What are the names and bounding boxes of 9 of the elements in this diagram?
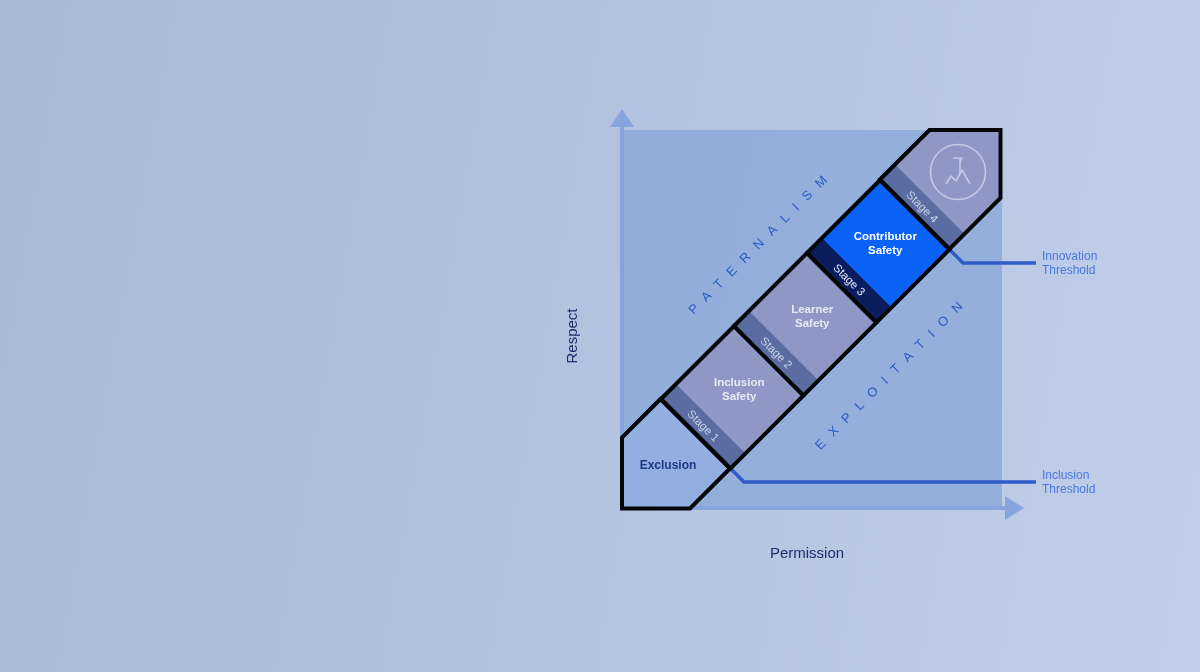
stage-title: Contributor Safety <box>853 229 917 258</box>
stage-title: Inclusion Safety <box>714 375 765 404</box>
threshold-label: Inclusion Threshold <box>1036 468 1096 496</box>
threshold-label: Innovation Threshold <box>1036 249 1098 277</box>
zone-title: Exclusion <box>639 458 697 472</box>
axis-title: Respect <box>563 308 581 364</box>
axis-title: Permission <box>769 544 845 562</box>
leader-line <box>947 247 1036 265</box>
leader-line <box>728 466 1036 484</box>
